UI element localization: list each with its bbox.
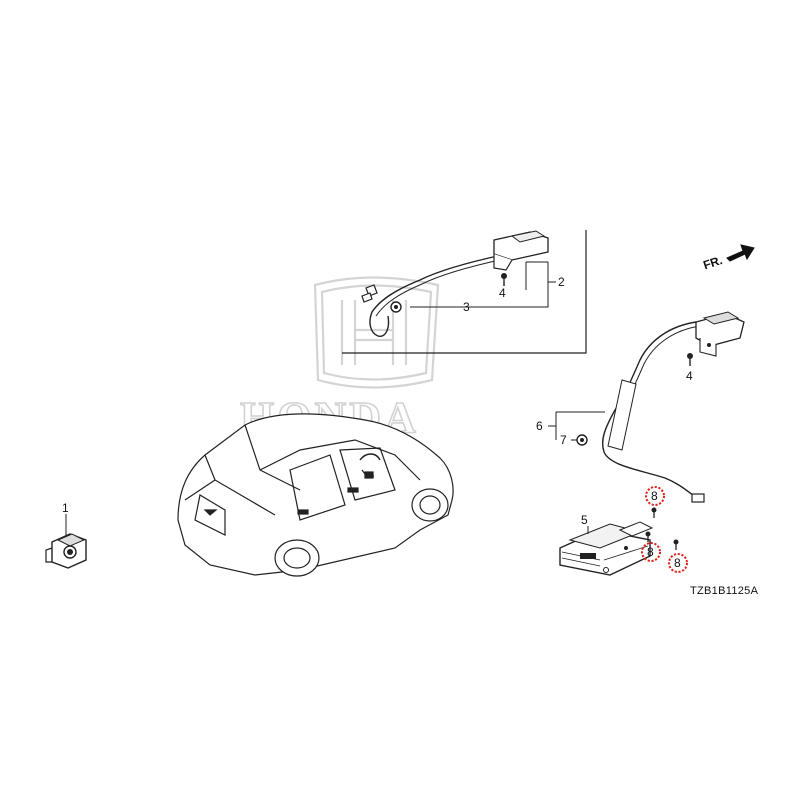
callout-5: 5	[581, 513, 588, 527]
arrow-icon	[726, 244, 755, 262]
front-direction-indicator: FR.	[701, 244, 755, 272]
callout-8-right[interactable]: 8	[668, 553, 688, 573]
diagram-reference-code: TZB1B1125A	[690, 585, 759, 597]
screw-icon	[673, 539, 679, 550]
control-module: 5	[559, 507, 679, 576]
screw-icon	[501, 273, 507, 286]
callout-4-right: 4	[686, 369, 693, 383]
vehicle-illustration	[177, 413, 454, 577]
inset-detail-box: 2 3 4	[342, 230, 587, 354]
clip-icon	[390, 301, 402, 313]
direction-label: FR.	[701, 253, 724, 272]
camera-unit: 1	[45, 501, 87, 569]
antenna-cable-assembly: 4 7 6	[536, 311, 745, 503]
callout-8-top[interactable]: 8	[645, 486, 665, 506]
callout-2: 2	[558, 275, 565, 289]
callout-8-top-label: 8	[651, 489, 658, 503]
callout-3: 3	[463, 300, 470, 314]
callout-6: 6	[536, 419, 543, 433]
screw-icon	[645, 531, 651, 542]
callout-1: 1	[62, 501, 69, 515]
callout-7: 7	[560, 433, 567, 447]
screw-icon	[651, 507, 657, 518]
callout-4-inset: 4	[499, 286, 506, 300]
screw-icon	[687, 353, 693, 366]
callout-8-middle[interactable]: 8	[641, 542, 661, 562]
clip-icon	[576, 434, 588, 446]
callout-8-right-label: 8	[674, 556, 681, 570]
callout-8-middle-label: 8	[647, 545, 654, 559]
